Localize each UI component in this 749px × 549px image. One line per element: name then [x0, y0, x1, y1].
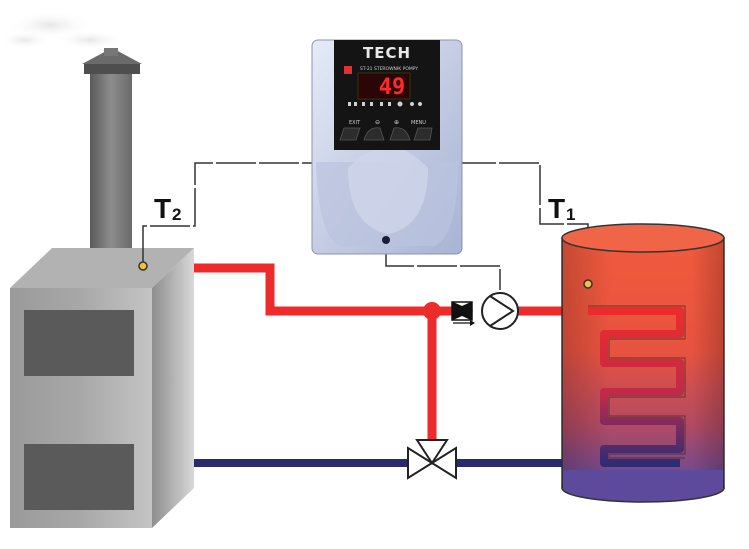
- coil-outline: [588, 305, 686, 459]
- status-icons: [348, 101, 422, 107]
- display: [357, 72, 411, 100]
- sensor-label-t2: T 2: [154, 193, 181, 224]
- hot-pipe: [194, 263, 590, 446]
- pipe-junction: [423, 302, 441, 320]
- plus-label: ⊕: [394, 119, 399, 126]
- sensor-t2-dot: [138, 261, 148, 271]
- sensor-label-t1: T 1: [548, 193, 575, 224]
- controller-led: [382, 236, 390, 244]
- smoke: [0, 11, 125, 50]
- boiler-door-top: [24, 310, 134, 376]
- svg-text:T: T: [154, 193, 171, 224]
- svg-text:2: 2: [172, 205, 181, 224]
- mode-icon: [344, 66, 352, 74]
- minus-button[interactable]: [363, 127, 385, 141]
- menu-label: MENU: [411, 120, 426, 126]
- three-way-valve: [407, 439, 457, 480]
- plus-button[interactable]: [389, 127, 411, 141]
- boiler: [10, 248, 194, 528]
- svg-text:T: T: [548, 193, 565, 224]
- brand-logo: TECH: [363, 44, 411, 62]
- sensor-t1-dot: [583, 279, 593, 289]
- pump: [481, 292, 519, 330]
- exit-label: EXIT: [349, 120, 361, 126]
- check-valve: [450, 301, 475, 326]
- heating-coil: [588, 307, 684, 467]
- display-value: 49: [379, 75, 406, 100]
- boiler-door-bottom: [24, 444, 134, 510]
- model-text: ST-21 STEROWNIK POMPY: [360, 66, 418, 72]
- pump-controller: TECH ST-21 STEROWNIK POMPY 49 EXIT ⊖ ⊕ M…: [311, 39, 463, 255]
- exit-button[interactable]: [339, 127, 361, 141]
- chimney: [82, 48, 142, 266]
- menu-button[interactable]: [413, 127, 433, 141]
- svg-text:1: 1: [566, 205, 575, 224]
- minus-label: ⊖: [375, 119, 380, 126]
- controller-buttons: [339, 127, 433, 141]
